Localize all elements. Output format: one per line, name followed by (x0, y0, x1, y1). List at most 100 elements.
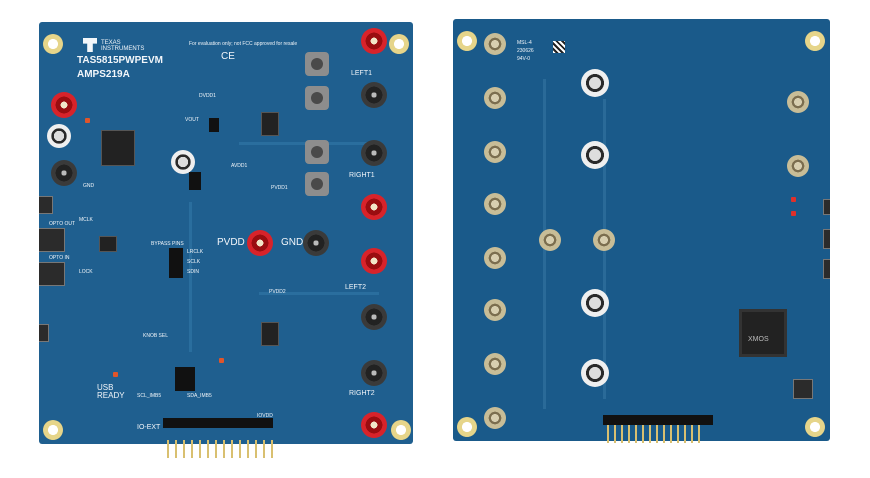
opto-in-connector[interactable] (39, 262, 65, 286)
jumper-header[interactable] (175, 367, 195, 391)
jumper-header[interactable] (189, 172, 201, 190)
dcdc-module (101, 130, 135, 166)
lock-label: LOCK (79, 269, 93, 275)
status-led (85, 118, 90, 123)
side-connector[interactable] (823, 199, 830, 215)
iovdd-label: IOVDD (257, 413, 273, 419)
model-label: TAS5815PWPEVM (77, 55, 163, 66)
front-board: TEXAS INSTRUMENTS TAS5815PWPEVM AMPS219A… (39, 22, 413, 444)
pvdd2-label: PVDD2 (269, 289, 286, 295)
avdd1-label: AVDD1 (231, 163, 248, 169)
back-board: MSL-4 230626 94V-0 XMOS (453, 19, 830, 441)
capacitor (581, 141, 609, 169)
left2-label: LEFT2 (345, 284, 367, 291)
inductor (305, 86, 329, 110)
mounting-hole (389, 34, 409, 54)
capacitor (171, 150, 195, 174)
dvdd1-label: DVDD1 (199, 93, 216, 99)
mounting-hole (805, 31, 825, 51)
jumper-header[interactable] (209, 118, 219, 132)
binding-post-nut (539, 229, 561, 251)
right1-positive-post[interactable] (361, 194, 387, 220)
mounting-hole (43, 34, 63, 54)
marking-msl: MSL-4 (517, 40, 532, 46)
scl-imb5-label: SCL_IMB5 (137, 393, 162, 399)
binding-post-nut (484, 141, 506, 163)
left1-positive-post[interactable] (361, 28, 387, 54)
binding-post-nut (484, 353, 506, 375)
io-ext-pins (165, 440, 275, 458)
gnd-small-label: GND (83, 183, 95, 189)
left1-negative-post[interactable] (361, 82, 387, 108)
binding-post-nut (484, 407, 506, 429)
pvdd1-label: PVDD1 (271, 185, 288, 191)
mounting-hole (391, 420, 411, 440)
capacitor (581, 359, 609, 387)
side-connector[interactable] (823, 229, 830, 249)
sda-imb5-label: SDA_IMB5 (187, 393, 212, 399)
opto-in-label: OPTO IN (49, 255, 70, 261)
vout-label: VOUT (185, 117, 199, 123)
knob-sel-label: KNOB SEL (143, 333, 169, 339)
capacitor (47, 124, 71, 148)
left2-positive-post[interactable] (361, 248, 387, 274)
gnd-post[interactable] (303, 230, 329, 256)
marking-date: 230626 (517, 48, 534, 54)
sclk-label: SCLK (187, 259, 201, 265)
chip-label: XMOS (748, 336, 769, 343)
status-led (791, 197, 796, 202)
mounting-hole (457, 417, 477, 437)
back-header-pins (605, 425, 705, 443)
lrclk-label: LRCLK (187, 249, 204, 255)
power-input-post[interactable] (51, 92, 77, 118)
jtag-connector[interactable] (793, 379, 813, 399)
ce-mark: CE (221, 51, 235, 62)
mounting-hole (805, 417, 825, 437)
interface-ic (99, 236, 117, 252)
right2-positive-post[interactable] (361, 412, 387, 438)
audio-jack[interactable] (39, 196, 53, 214)
opto-out-connector[interactable] (39, 228, 65, 252)
side-connector[interactable] (823, 259, 830, 279)
left2-negative-post[interactable] (361, 304, 387, 330)
inductor (305, 140, 329, 164)
usb-connector[interactable] (39, 324, 49, 342)
inductor (305, 52, 329, 76)
gnd-label: GND (281, 237, 304, 248)
left1-label: LEFT1 (351, 70, 373, 77)
power-ground-post[interactable] (51, 160, 77, 186)
amplifier-ic (261, 322, 279, 346)
amplifier-ic (261, 112, 279, 136)
right1-label: RIGHT1 (349, 172, 375, 179)
binding-post-nut (484, 87, 506, 109)
status-led (113, 372, 118, 377)
marking-rating: 94V-0 (517, 56, 531, 62)
binding-post-nut (484, 193, 506, 215)
qr-code-icon (553, 41, 565, 53)
inductor (305, 172, 329, 196)
io-ext-header-back (603, 415, 713, 425)
usb-ready-label: USB READY (97, 383, 125, 400)
ti-logo-icon (83, 38, 97, 52)
pvdd-label: PVDD (217, 237, 245, 248)
mounting-hole (43, 420, 63, 440)
pvdd-post[interactable] (247, 230, 273, 256)
capacitor (581, 69, 609, 97)
right1-negative-post[interactable] (361, 140, 387, 166)
binding-post-nut (484, 299, 506, 321)
part-label: AMPS219A (77, 69, 130, 80)
jumper-header[interactable] (169, 248, 183, 278)
status-led (219, 358, 224, 363)
brand-label: TEXAS INSTRUMENTS (101, 40, 145, 52)
binding-post-nut (484, 247, 506, 269)
capacitor (581, 289, 609, 317)
io-ext-header[interactable] (163, 418, 273, 428)
right2-negative-post[interactable] (361, 360, 387, 386)
io-ext-label: IO-EXT (137, 424, 161, 431)
binding-post-nut (484, 33, 506, 55)
usb-audio-controller-chip: XMOS (739, 309, 787, 357)
mclk-label: MCLK (79, 217, 93, 223)
binding-post-nut (787, 91, 809, 113)
sdin-label: SDIN (187, 269, 199, 275)
binding-post-nut (593, 229, 615, 251)
